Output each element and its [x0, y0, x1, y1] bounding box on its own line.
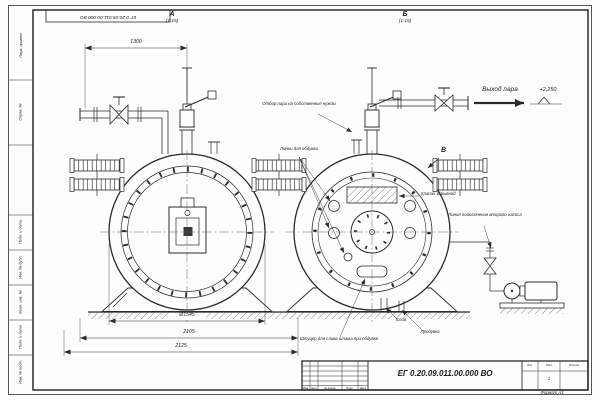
view-v-label: В — [441, 147, 447, 154]
view-b-label: Б (1:15) — [390, 11, 420, 25]
callout-elevation: +2,250 — [539, 87, 557, 93]
top-stamp-doc-number: ЕГ 0.20.09.011.00.000 ВО — [79, 14, 137, 19]
view-b-name: Б — [402, 11, 408, 18]
tb-col-podp: Подп. — [346, 386, 354, 390]
steam-outlet-pipe — [379, 87, 562, 112]
tb-col-list: Лист — [310, 386, 318, 390]
dimension-lines — [63, 44, 299, 356]
margin-label-2: Справ. № — [18, 103, 23, 121]
view-a-name: А — [169, 11, 175, 18]
callout-blow-hatches: Лючки для обдувки — [279, 146, 319, 151]
callout-explosion-valve: Клапан взрывной — [421, 191, 456, 196]
callout-steam-outlet: Выход пара — [482, 86, 518, 93]
tb-col-data: Дата — [359, 386, 367, 390]
centerlines — [100, 150, 459, 322]
callout-drain: Слив — [395, 317, 407, 322]
blow-hatch-ports — [328, 200, 416, 262]
feed-pipe-left — [79, 96, 169, 154]
tb-sheet-label: Лист — [545, 363, 553, 367]
margin-label-5: Взам. инв. № — [18, 290, 23, 314]
tb-col-izm: Изм. — [303, 386, 309, 390]
feed-pump-unit — [450, 241, 565, 314]
margin-label-6: Подп. и дата — [18, 325, 23, 349]
callout-sludge-drain: Штуцер для слива шлама при обдувке — [299, 336, 379, 341]
callout-steam-own-needs: Отбор пара на собственные нужды — [262, 101, 336, 106]
margin-label-3: Подп. и дата — [18, 220, 23, 244]
callout-blowdown: Продувка — [420, 329, 440, 334]
level-gauge-assembly-3 — [432, 154, 488, 196]
title-block-grid — [301, 360, 589, 391]
safety-valve-right — [351, 67, 402, 154]
dim-1300: 1300 — [118, 39, 154, 46]
margin-label-4: Инв. № дубл. — [18, 255, 23, 279]
tb-col-docum: № докум. — [323, 386, 337, 390]
level-gauge-assembly-1 — [69, 154, 125, 196]
callout-leaders — [298, 113, 492, 338]
pump-motor — [524, 281, 558, 301]
safety-valve-left — [179, 67, 220, 154]
dim-2125: 2125 — [163, 343, 199, 350]
view-a-scale: (1:15) — [165, 19, 179, 25]
title-block-doc-number: ЕГ 0.20.09.011.00.000 ВО — [397, 369, 493, 378]
dim-2105: 2105 — [171, 329, 207, 336]
callout-second-pump-line: Линия подключения второго насоса — [448, 212, 522, 217]
elevation-mark — [537, 96, 551, 105]
tb-lit-label: Лит. — [527, 363, 533, 367]
margin-label-7: Инв. № подл. — [18, 360, 23, 384]
view-b-scale: (1:15) — [398, 19, 412, 25]
format-note: Формат А3 — [540, 390, 564, 395]
dim-diameter: Ø1545 — [168, 312, 206, 319]
margin-label-1: Перв. примен. — [19, 32, 23, 58]
tb-sheets-label: Листов — [569, 363, 579, 367]
view-b-direction-arrow — [427, 157, 440, 169]
view-a-label: А (1:15) — [157, 11, 187, 25]
level-gauge-assembly-2 — [251, 154, 307, 196]
tb-sheet-value: 1 — [547, 376, 551, 381]
